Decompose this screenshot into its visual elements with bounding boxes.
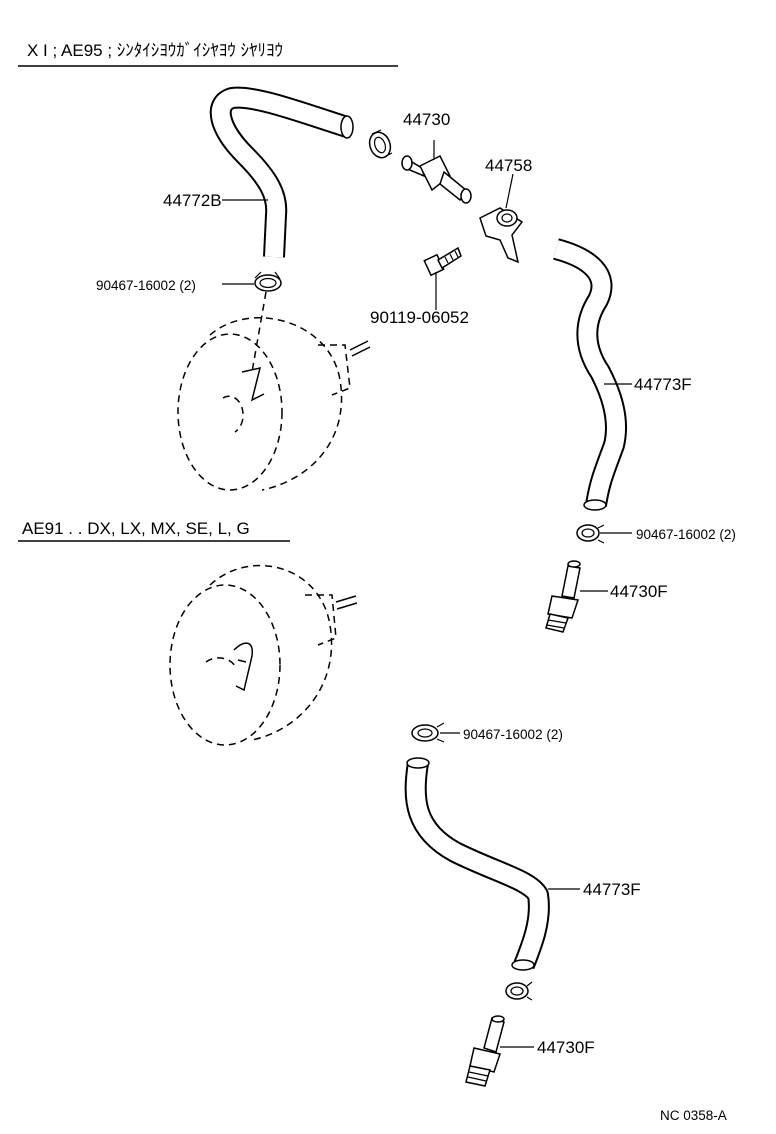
bracket-44758-icon xyxy=(479,207,524,264)
top-section-header: X I ; AE95 ; ｼﾝﾀｲｼﾖｳｶﾞｲｼﾔﾖｳ ｼﾔﾘﾖｳ xyxy=(18,41,398,67)
hose-44772b xyxy=(209,86,354,258)
label-90119: 90119-06052 xyxy=(370,308,469,327)
union-44730f-lower-icon xyxy=(465,1015,505,1087)
clamp-upper-left-icon xyxy=(254,271,282,292)
clamp-bottom-icon xyxy=(505,981,533,1001)
clamp-valve-icon xyxy=(368,129,393,159)
bottom-section-header: AE91 . . DX, LX, MX, SE, L, G xyxy=(18,519,290,542)
label-44758: 44758 xyxy=(485,156,532,175)
top-header-text: X I ; AE95 ; ｼﾝﾀｲｼﾖｳｶﾞｲｼﾔﾖｳ ｼﾔﾘﾖｳ xyxy=(27,41,283,60)
label-clamp-lower: 90467-16002 (2) xyxy=(463,727,563,742)
clamp-right-icon xyxy=(576,524,605,544)
label-44772b: 44772B xyxy=(163,191,222,210)
label-clamp-right: 90467-16002 (2) xyxy=(636,527,736,542)
union-44730f-right-icon xyxy=(545,560,581,633)
clamp-lower-icon xyxy=(411,722,445,743)
label-44730: 44730 xyxy=(403,110,450,129)
label-44730f-right: 44730F xyxy=(610,582,668,601)
check-valve-44730-icon xyxy=(401,140,472,204)
leader-44758 xyxy=(505,173,514,209)
bottom-header-text: AE91 . . DX, LX, MX, SE, L, G xyxy=(22,519,250,538)
brake-booster-lower-icon xyxy=(169,564,358,746)
label-44773f-lower: 44773F xyxy=(583,880,641,899)
brake-booster-upper-icon xyxy=(177,291,371,491)
diagram-code: NC 0358-A xyxy=(660,1108,727,1123)
label-clamp-upper-left: 90467-16002 (2) xyxy=(96,278,196,293)
hose-44773f-lower xyxy=(404,757,550,971)
hose-44773f-right xyxy=(552,238,628,511)
label-44773f-right: 44773F xyxy=(634,375,692,394)
label-44730f-lower: 44730F xyxy=(537,1038,595,1057)
bolt-90119-icon xyxy=(423,246,462,277)
